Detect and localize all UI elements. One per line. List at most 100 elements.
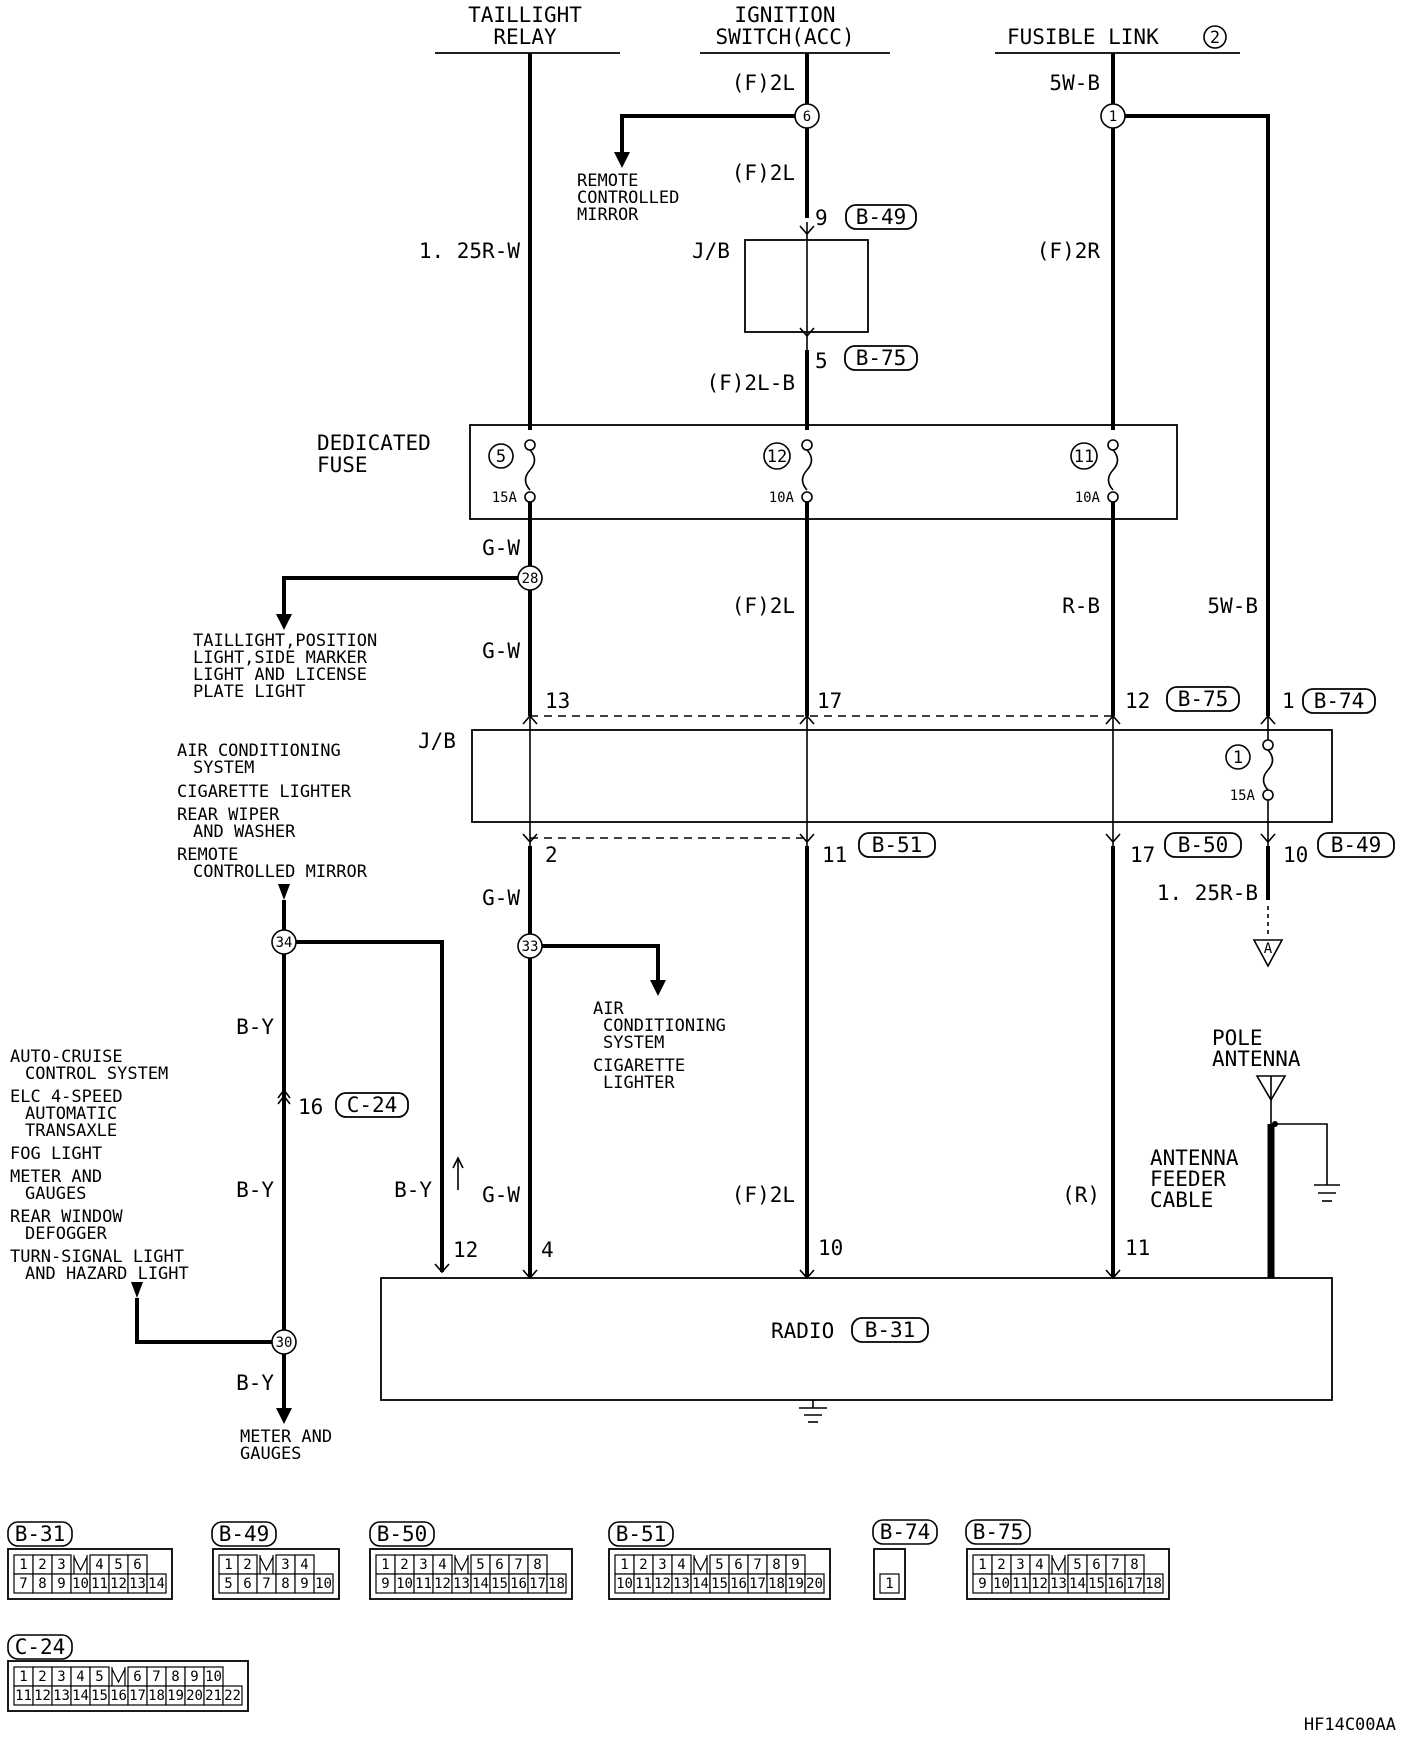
note-by-loads-11: TURN-SIGNAL LIGHT	[10, 1247, 184, 1267]
pin-number-c24-14: 14	[72, 1688, 89, 1704]
pin-number-b51-8: 8	[772, 1557, 780, 1573]
tag-b49-mid-text: B-49	[1331, 833, 1382, 857]
wire-label-by-3: B-Y	[394, 1178, 432, 1202]
offpage-connector-a-label: A	[1264, 941, 1273, 957]
pin-number-b49-1: 1	[224, 1557, 232, 1573]
pin-number-b75-11: 11	[1012, 1576, 1029, 1592]
pin-number-b50-8: 8	[533, 1557, 541, 1573]
wire-label-by-2: B-Y	[236, 1178, 274, 1202]
fuse-5-rating: 15A	[492, 490, 518, 506]
pin-number-b50-15: 15	[491, 1576, 508, 1592]
pin-number-b50-17: 17	[529, 1576, 546, 1592]
feeder-label-3: CABLE	[1150, 1188, 1213, 1212]
fuse-5-term-top	[524, 439, 536, 451]
pin-number-c24-18: 18	[148, 1688, 165, 1704]
tag-b75-mid	[1166, 686, 1240, 712]
note-ac-4: CIGARETTE	[593, 1056, 685, 1076]
connector-shell-b51	[608, 1548, 831, 1600]
jb-fuse-1-pin-top	[1260, 714, 1276, 725]
pin-number-b75-17: 17	[1126, 1576, 1143, 1592]
note-remote-mirror-1: REMOTE	[577, 171, 638, 191]
note-jb-loads-6: REMOTE	[177, 845, 238, 865]
tag-c24-mid	[335, 1092, 409, 1118]
pin-12b: 12	[453, 1238, 478, 1262]
pin-number-c24-15: 15	[91, 1688, 108, 1704]
tag-radio-b31-text: B-31	[865, 1318, 916, 1342]
fusible-link-label: FUSIBLE LINK	[1007, 25, 1159, 49]
latch-b31	[73, 1555, 88, 1574]
fuse-11-rating: 10A	[1075, 490, 1101, 506]
pin-1: 1	[1282, 689, 1295, 713]
pin-number-b49-6: 6	[243, 1576, 251, 1592]
pin-10b: 10	[818, 1236, 843, 1260]
pin-number-b51-4: 4	[677, 1557, 685, 1573]
pin-number-b31-12: 12	[110, 1576, 127, 1592]
pin-number-b51-16: 16	[730, 1576, 747, 1592]
feeder-label-2: FEEDER	[1150, 1167, 1226, 1191]
tag-b49-mid	[1317, 832, 1395, 858]
connector-shell-b75	[966, 1548, 1170, 1600]
pin-number-b31-4: 4	[95, 1557, 103, 1573]
pin-number-c24-10: 10	[205, 1669, 222, 1685]
tag-b51-mid-text: B-51	[872, 833, 923, 857]
dedicated-fuse-title-2: FUSE	[317, 453, 368, 477]
wire-label-f2l-mid: (F)2L	[732, 161, 795, 185]
pin-number-b31-14: 14	[148, 1576, 165, 1592]
taillight-relay-label-1: TAILLIGHT	[468, 3, 582, 27]
antenna-shield-wire	[1275, 1123, 1328, 1185]
pin-number-b51-19: 19	[787, 1576, 804, 1592]
pin-number-b50-5: 5	[476, 1557, 484, 1573]
connector-tag-b49	[211, 1521, 277, 1547]
tag-b75-top-text: B-75	[856, 346, 907, 370]
pin-number-b50-11: 11	[415, 1576, 432, 1592]
pin-number-b49-9: 9	[300, 1576, 308, 1592]
fuse-12-term-top	[801, 439, 813, 451]
pin-13: 13	[545, 689, 570, 713]
fuse-11-number-circle	[1070, 442, 1098, 470]
tag-b74-mid-text: B-74	[1314, 689, 1365, 713]
latch-b51	[693, 1555, 708, 1574]
pin-number-b31-1: 1	[19, 1557, 27, 1573]
fuse-12-rating: 10A	[769, 490, 795, 506]
pin-number-b31-6: 6	[133, 1557, 141, 1573]
wire-label-gw-1: G-W	[482, 536, 520, 560]
pin-number-b31-2: 2	[38, 1557, 46, 1573]
jb-pass-3-bottom	[1105, 833, 1121, 844]
pin-10a: 10	[1283, 843, 1308, 867]
pin-number-b31-8: 8	[38, 1576, 46, 1592]
pin-number-c24-7: 7	[152, 1669, 160, 1685]
antenna-shield-node	[1272, 1121, 1278, 1127]
fuse-5-number: 5	[496, 447, 506, 467]
fuse-5: 5 15A	[488, 439, 536, 506]
connector-tag-text-b50: B-50	[377, 1522, 428, 1546]
pin-number-b50-18: 18	[548, 1576, 565, 1592]
radio-box	[380, 1277, 1333, 1401]
tag-b74-mid	[1302, 688, 1376, 714]
jb-mid-box	[471, 729, 1333, 823]
pin-number-b31-3: 3	[57, 1557, 65, 1573]
tag-b49-top	[845, 204, 917, 230]
pin-number-b51-3: 3	[658, 1557, 666, 1573]
connector-tag-text-b49: B-49	[219, 1522, 270, 1546]
fuse-12: 12 10A	[763, 439, 813, 506]
pin-number-b51-6: 6	[734, 1557, 742, 1573]
wire-label-gw-4: G-W	[482, 1183, 520, 1207]
offpage-connector-a	[1252, 939, 1284, 968]
pin-number-b31-5: 5	[114, 1557, 122, 1573]
fuse-5-number-circle	[488, 443, 514, 469]
pin-number-b31-10: 10	[72, 1576, 89, 1592]
radio-pin-12-mark	[434, 1263, 450, 1274]
splice-6-label: 6	[803, 109, 811, 125]
jb-pass-1-top	[522, 714, 538, 725]
pin-number-b51-9: 9	[791, 1557, 799, 1573]
fusible-link-number-circle	[1203, 25, 1227, 49]
jb-top-label: J/B	[692, 239, 730, 263]
pin-mark-5	[799, 327, 815, 338]
pin-number-b51-17: 17	[749, 1576, 766, 1592]
pin-number-b75-13: 13	[1050, 1576, 1067, 1592]
wire-branch-ac	[542, 944, 660, 982]
splice-1-label: 1	[1109, 109, 1117, 125]
pin-number-b31-9: 9	[57, 1576, 65, 1592]
pin-number-b49-3: 3	[281, 1557, 289, 1573]
